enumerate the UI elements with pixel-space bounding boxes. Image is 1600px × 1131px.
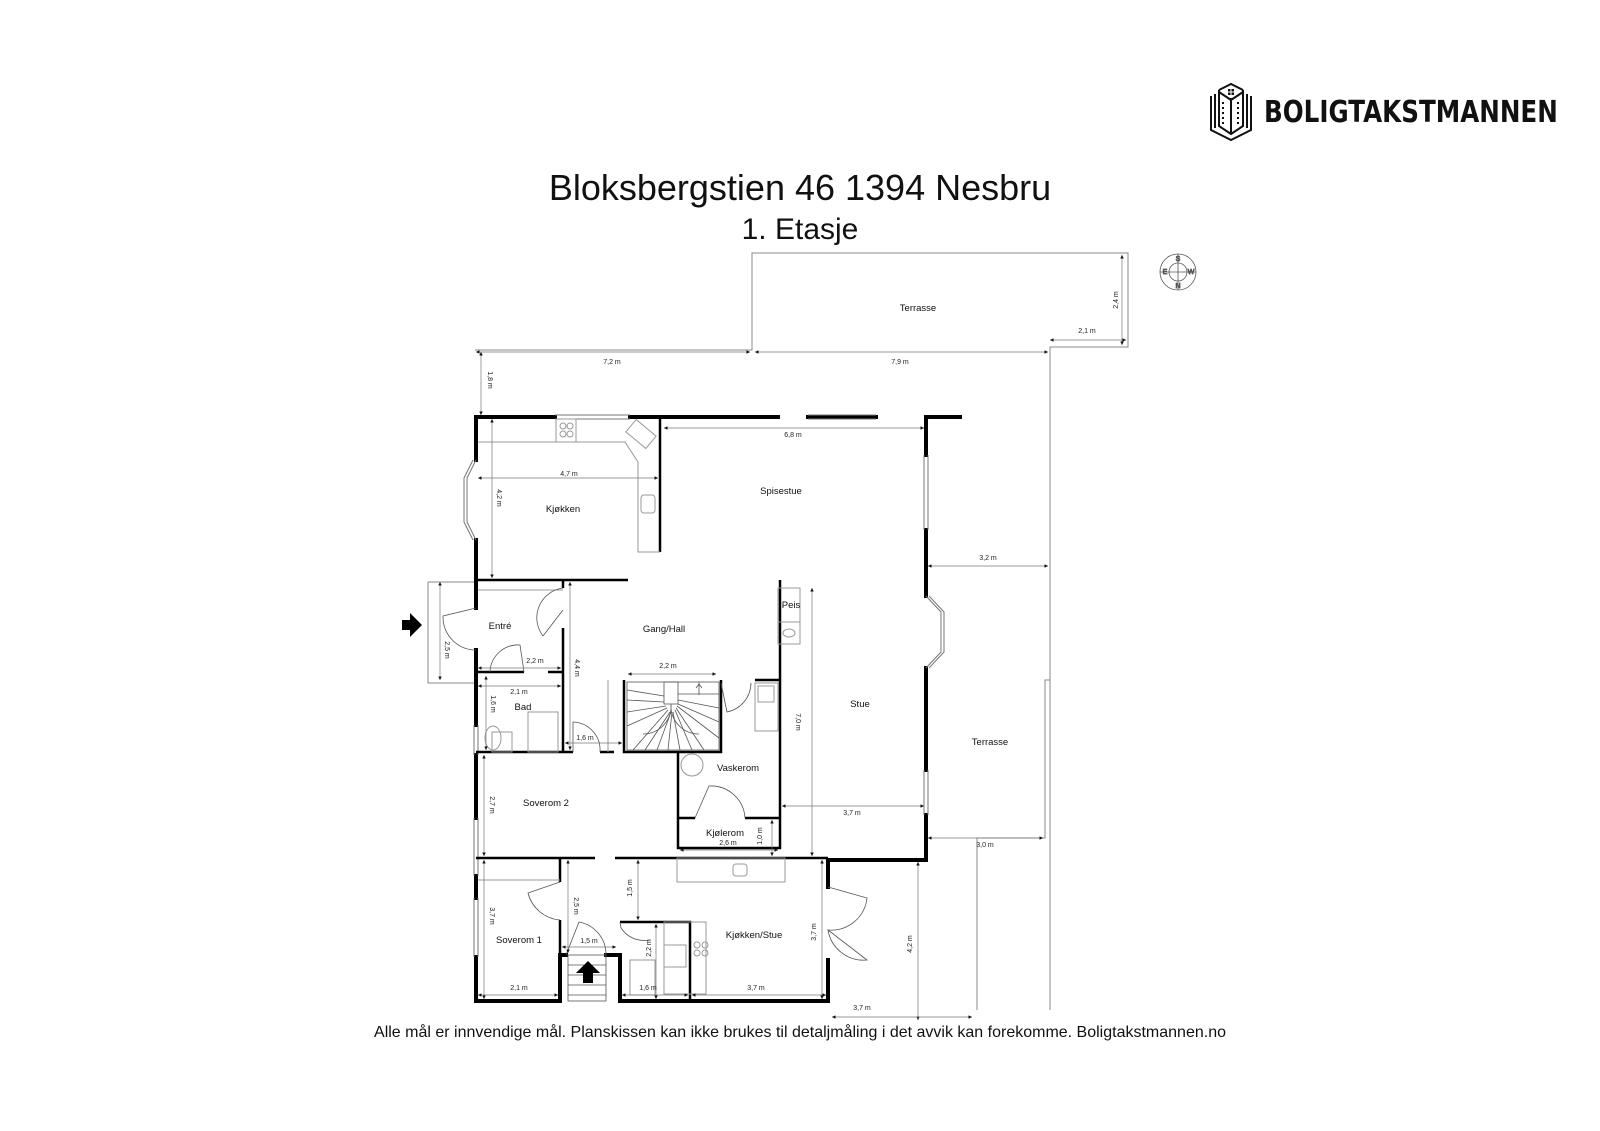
svg-text:2,4 m: 2,4 m [1113, 291, 1120, 309]
svg-text:4,2 m: 4,2 m [495, 489, 502, 507]
room-kjolerom: Kjølerom [706, 828, 744, 839]
svg-text:2,2 m: 2,2 m [646, 939, 653, 957]
svg-text:2,7 m: 2,7 m [488, 796, 495, 814]
svg-text:1,6 m: 1,6 m [576, 735, 594, 742]
svg-text:2,1 m: 2,1 m [1078, 328, 1096, 335]
svg-text:1,8 m: 1,8 m [486, 371, 493, 389]
svg-text:E: E [1163, 269, 1168, 276]
svg-text:2,5 m: 2,5 m [572, 897, 579, 915]
svg-text:7,0 m: 7,0 m [794, 713, 801, 731]
room-terrasse-top: Terrasse [900, 303, 936, 314]
floor-subtitle: 1. Etasje [741, 213, 859, 246]
svg-text:2,6 m: 2,6 m [719, 840, 737, 847]
doors [442, 587, 869, 961]
svg-text:3,7 m: 3,7 m [843, 810, 861, 817]
interior-walls [476, 417, 828, 1001]
room-vaskerom: Vaskerom [717, 763, 759, 774]
entry-arrows [402, 613, 600, 983]
room-terrasse-right: Terrasse [972, 737, 1008, 748]
room-kjokken: Kjøkken [546, 504, 580, 515]
page-title: Bloksbergstien 46 1394 Nesbru [548, 167, 1052, 208]
disclaimer: Alle mål er innvendige mål. Planskissen … [374, 1024, 1226, 1041]
room-soverom1: Soverom 1 [496, 935, 542, 946]
svg-text:4,2 m: 4,2 m [907, 935, 914, 953]
entry-arrow-icon [576, 961, 600, 983]
dimension-lines [438, 255, 1126, 1020]
compass-icon: S E W N [1159, 253, 1197, 291]
svg-text:1,5 m: 1,5 m [580, 938, 598, 945]
svg-text:W: W [1188, 269, 1195, 276]
room-labels: Terrasse Kjøkken Spisestue Entré Gang/Ha… [489, 303, 1009, 946]
brand-logo: BOLIGTAKSTMANNEN [1208, 82, 1600, 142]
room-peis: Peis [782, 600, 801, 611]
room-spisestue: Spisestue [760, 486, 802, 497]
svg-text:3,7 m: 3,7 m [811, 923, 818, 941]
svg-text:3,2 m: 3,2 m [979, 555, 997, 562]
room-stue: Stue [850, 699, 870, 710]
room-entre: Entré [489, 621, 512, 632]
house-logo-icon [1210, 82, 1252, 142]
room-soverom2: Soverom 2 [523, 798, 569, 809]
entry-arrow-icon [402, 613, 422, 637]
windows [463, 414, 945, 957]
svg-text:2,2 m: 2,2 m [526, 658, 544, 665]
svg-text:4,4 m: 4,4 m [573, 659, 580, 677]
svg-text:1,6 m: 1,6 m [489, 695, 496, 713]
svg-text:S: S [1176, 256, 1181, 263]
room-bad: Bad [515, 702, 532, 713]
svg-text:6,8 m: 6,8 m [784, 432, 802, 439]
svg-text:1,5 m: 1,5 m [627, 879, 634, 897]
svg-text:3,7 m: 3,7 m [853, 1005, 871, 1012]
svg-text:2,2 m: 2,2 m [659, 663, 677, 670]
svg-text:3,0 m: 3,0 m [976, 842, 994, 849]
svg-text:7,9 m: 7,9 m [891, 359, 909, 366]
svg-text:2,5 m: 2,5 m [443, 641, 450, 659]
kitchen-counter [478, 418, 801, 996]
dimension-labels: 7,2 m 7,9 m 2,4 m 2,1 m 1,8 m 6,8 m 4,7 … [443, 291, 1120, 1012]
svg-text:4,7 m: 4,7 m [560, 471, 578, 478]
svg-text:3,7 m: 3,7 m [488, 907, 495, 925]
brand-name: BOLIGTAKSTMANNEN [1264, 94, 1558, 130]
svg-text:2,1 m: 2,1 m [510, 689, 528, 696]
svg-text:1,6 m: 1,6 m [639, 985, 657, 992]
staircase [567, 681, 720, 1002]
svg-text:3,7 m: 3,7 m [747, 985, 765, 992]
svg-text:7,2 m: 7,2 m [603, 359, 621, 366]
terrace-outline [427, 252, 1129, 1010]
room-kjokken-stue: Kjøkken/Stue [726, 930, 783, 941]
svg-text:1,0 m: 1,0 m [757, 827, 764, 845]
svg-text:N: N [1175, 283, 1180, 290]
svg-text:2,1 m: 2,1 m [510, 985, 528, 992]
room-gang-hall: Gang/Hall [643, 624, 685, 635]
